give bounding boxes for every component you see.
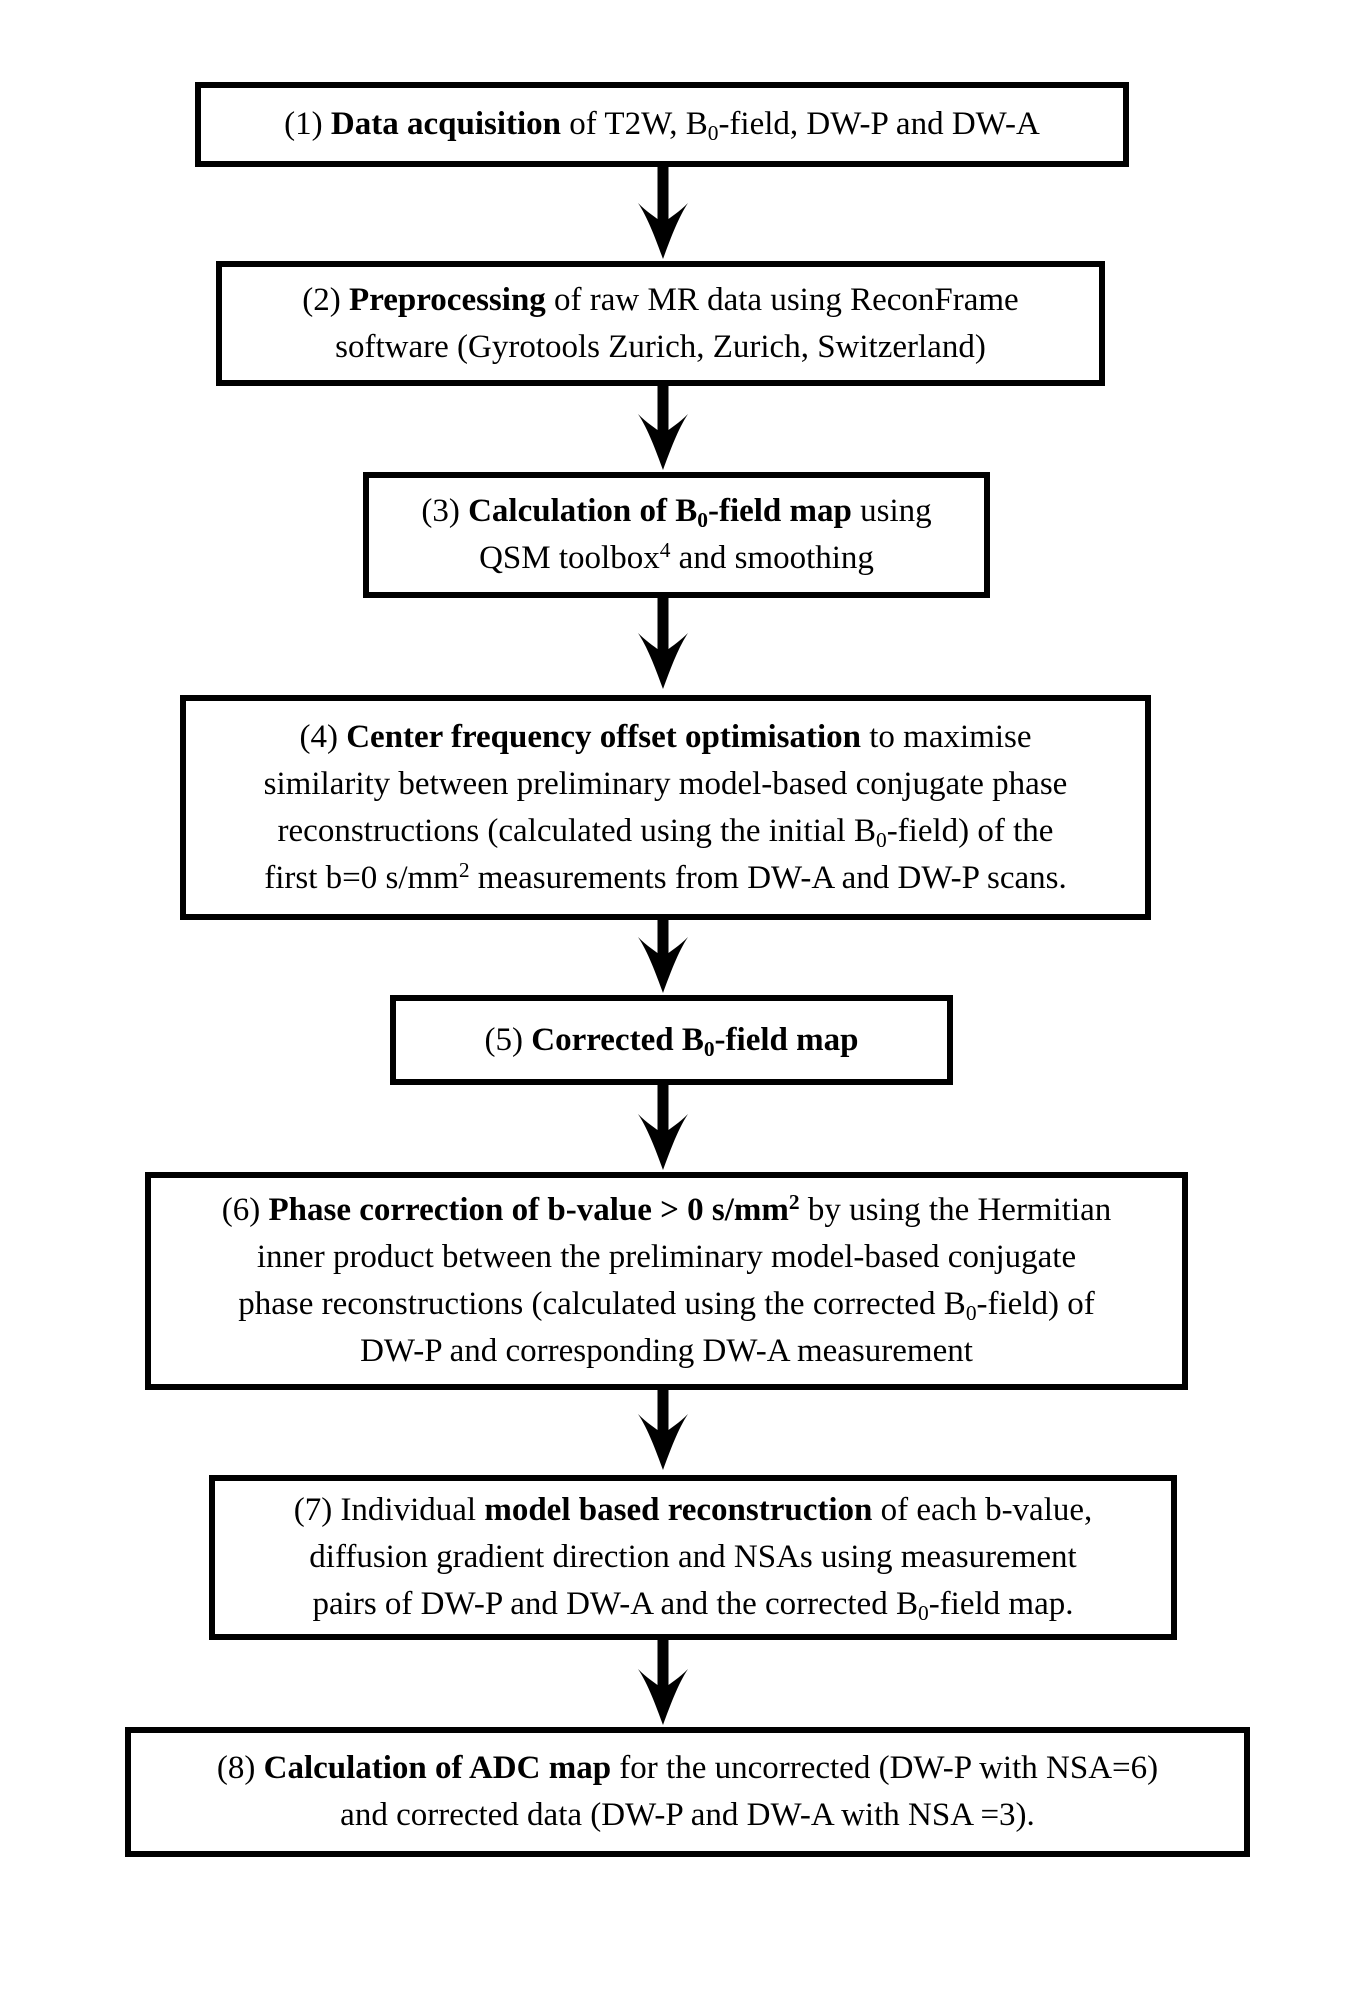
arrow-down-icon — [638, 414, 688, 470]
text-line: (6) Phase correction of b-value > 0 s/mm… — [221, 1190, 1112, 1228]
text-line: similarity between preliminary model-bas… — [263, 765, 1068, 802]
text-line: (8) Calculation of ADC map for the uncor… — [216, 1750, 1159, 1786]
text-line: and corrected data (DW-P and DW-A with N… — [340, 1797, 1035, 1833]
flow-arrow-6 — [635, 1388, 691, 1470]
text-line: (1) Data acquisition of T2W, B0-field, D… — [284, 106, 1040, 145]
arrow-down-icon — [638, 1669, 688, 1725]
text-line: inner product between the preliminary mo… — [256, 1239, 1077, 1275]
arrow-down-icon — [638, 203, 688, 259]
step-2-box: (2) Preprocessing of raw MR data using R… — [216, 261, 1105, 386]
text-line: QSM toolbox4 and smoothing — [479, 538, 874, 576]
text-line: (7) Individual model based reconstructio… — [293, 1492, 1093, 1528]
arrow-down-icon — [638, 937, 688, 993]
step-7-box: (7) Individual model based reconstructio… — [209, 1475, 1177, 1640]
step-5-box: (5) Corrected B0-field map — [390, 995, 953, 1085]
flow-arrow-7 — [635, 1638, 691, 1725]
flow-arrow-1 — [635, 165, 691, 259]
text-line: diffusion gradient direction and NSAs us… — [309, 1539, 1077, 1575]
arrow-stem — [657, 596, 669, 659]
arrow-stem — [657, 165, 669, 229]
text-line: (4) Center frequency offset optimisation… — [299, 718, 1032, 755]
text-line: first b=0 s/mm2 measurements from DW-A a… — [264, 857, 1067, 896]
arrow-down-icon — [638, 1414, 688, 1470]
step-8-box: (8) Calculation of ADC map for the uncor… — [125, 1727, 1250, 1857]
text-line: pairs of DW-P and DW-A and the corrected… — [312, 1586, 1074, 1625]
flow-arrow-4 — [635, 918, 691, 993]
arrow-stem — [657, 918, 669, 963]
text-line: software (Gyrotools Zurich, Zurich, Swit… — [335, 328, 986, 365]
arrow-down-icon — [638, 1114, 688, 1170]
step-1-box: (1) Data acquisition of T2W, B0-field, D… — [195, 82, 1129, 167]
flow-arrow-3 — [635, 596, 691, 689]
step-6-box: (6) Phase correction of b-value > 0 s/mm… — [145, 1172, 1188, 1390]
text-line: (2) Preprocessing of raw MR data using R… — [302, 281, 1019, 318]
arrow-stem — [657, 1638, 669, 1695]
text-line: phase reconstructions (calculated using … — [238, 1286, 1095, 1325]
arrow-stem — [657, 384, 669, 440]
arrow-stem — [657, 1083, 669, 1140]
text-line: DW-P and corresponding DW-A measurement — [360, 1333, 973, 1369]
text-line: (5) Corrected B0-field map — [484, 1021, 859, 1061]
arrow-down-icon — [638, 633, 688, 689]
arrow-stem — [657, 1388, 669, 1440]
step-4-box: (4) Center frequency offset optimisation… — [180, 695, 1151, 920]
flow-arrow-2 — [635, 384, 691, 470]
text-line: (3) Calculation of B0-field map using — [421, 493, 932, 532]
flow-arrow-5 — [635, 1083, 691, 1170]
text-line: reconstructions (calculated using the in… — [277, 812, 1054, 852]
